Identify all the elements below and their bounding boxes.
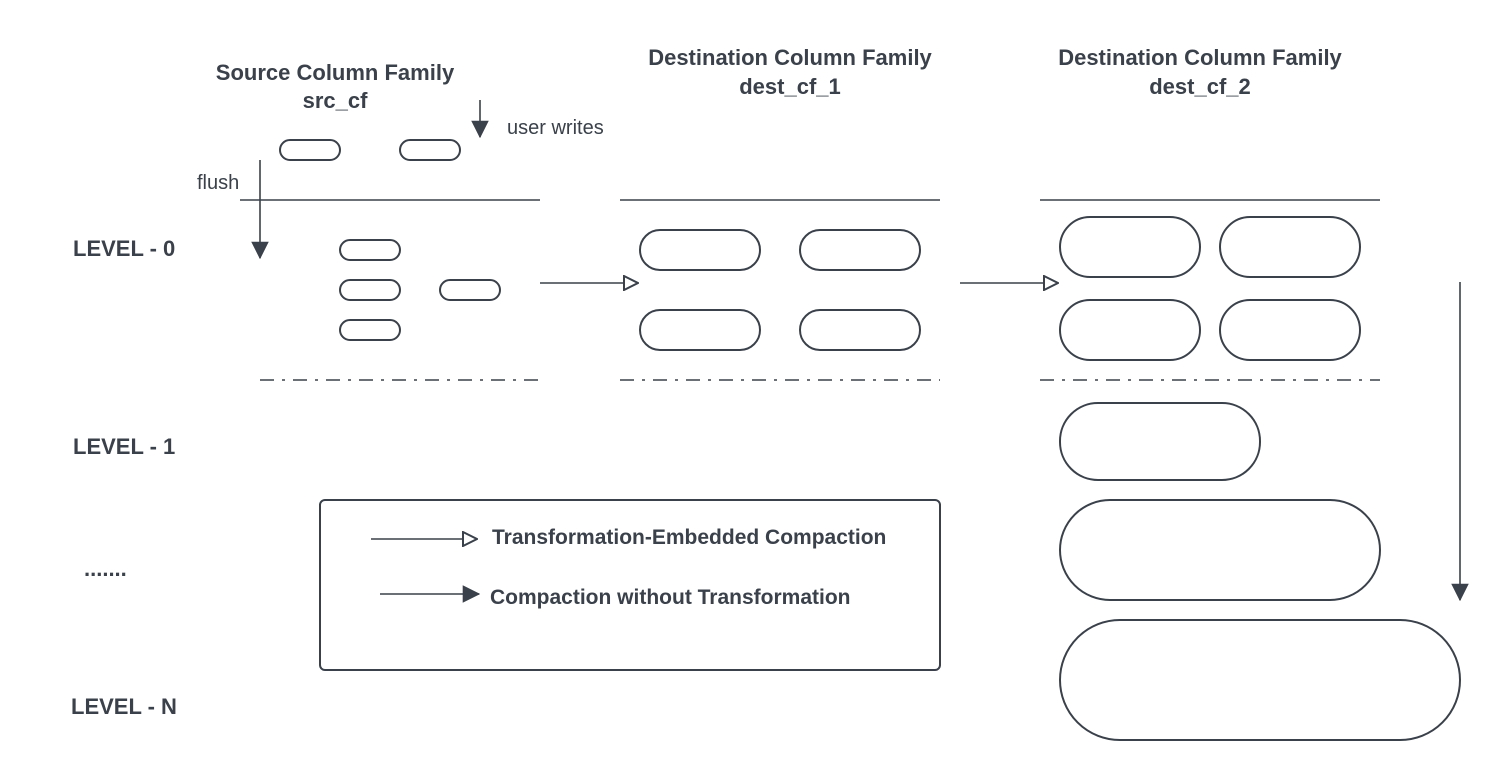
sst-file [799, 309, 921, 351]
flush-label: flush [197, 172, 239, 194]
sst-file [799, 229, 921, 271]
sst-file [639, 229, 761, 271]
dest-cf-2-name: dest_cf_2 [1149, 74, 1251, 99]
source-cf-name: src_cf [303, 88, 369, 113]
legend-transformation-label: Transformation-Embedded Compaction [492, 526, 886, 549]
level-0-label: LEVEL - 0 [73, 236, 175, 261]
sst-file [339, 319, 401, 341]
sst-file [1059, 299, 1201, 361]
sst-file [339, 239, 401, 261]
user-writes-label: user writes [507, 117, 604, 139]
sst-file-level-n [1059, 619, 1461, 741]
legend-no-transformation-label: Compaction without Transformation [490, 586, 851, 609]
memtable [399, 139, 461, 161]
dest-cf-1-title: Destination Column Family [648, 45, 932, 70]
level-ellipsis: ....... [84, 556, 127, 581]
sst-file [1219, 299, 1361, 361]
sst-file [1219, 216, 1361, 278]
level-1-label: LEVEL - 1 [73, 434, 175, 459]
source-cf-title: Source Column Family [216, 60, 455, 85]
sst-file-level-1 [1059, 402, 1261, 481]
dest-cf-2-title: Destination Column Family [1058, 45, 1342, 70]
dest-cf-1-name: dest_cf_1 [739, 74, 841, 99]
level-n-label: LEVEL - N [71, 694, 177, 719]
memtable [279, 139, 341, 161]
sst-file [439, 279, 501, 301]
sst-file [639, 309, 761, 351]
sst-file [339, 279, 401, 301]
sst-file-intermediate [1059, 499, 1381, 601]
sst-file [1059, 216, 1201, 278]
